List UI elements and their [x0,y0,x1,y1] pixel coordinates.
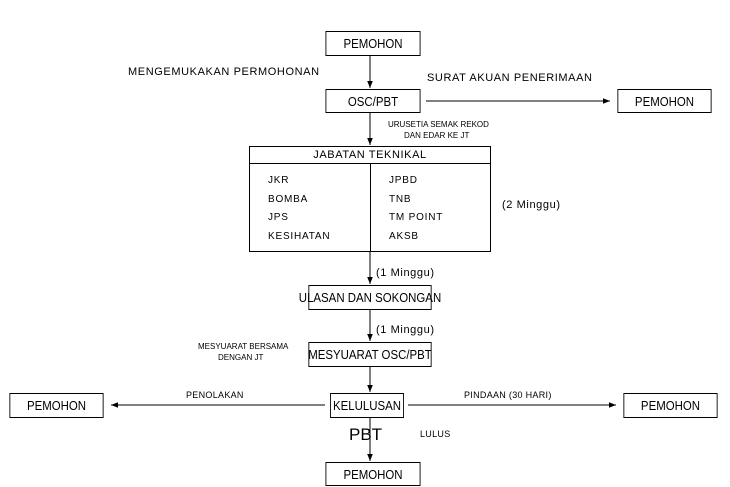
label-surat-akuan: SURAT AKUAN PENERIMAAN [427,72,593,84]
pemohon-left-label: PEMOHON [26,398,87,413]
osc-pbt-label: OSC/PBT [347,93,399,109]
mesyuarat-box: MESYUARAT OSC/PBT [308,342,432,367]
ulasan-box: ULASAN DAN SOKONGAN [299,285,441,310]
label-satu-minggu-a: (1 Minggu) [376,267,435,279]
agency-aksb: AKSB [389,231,419,242]
label-pbt: PBT [349,425,383,444]
mesyuarat-label: MESYUARAT OSC/PBT [308,347,432,362]
pemohon-right-top-label: PEMOHON [634,93,695,109]
agency-bomba: BOMBA [268,194,309,205]
pemohon-bottom-box: PEMOHON [325,462,421,486]
jabatan-teknikal-title: JABATAN TEKNIKAL [250,147,490,164]
label-satu-minggu-b: (1 Minggu) [376,324,435,336]
pemohon-top-box: PEMOHON [325,31,421,56]
ulasan-label: ULASAN DAN SOKONGAN [298,290,442,305]
label-mengemukakan: MENGEMUKAKAN PERMOHONAN [128,66,320,78]
pemohon-right-label: PEMOHON [640,398,701,413]
agency-tm-point: TM POINT [389,212,444,223]
label-lulus: LULUS [420,429,451,439]
pemohon-right-box: PEMOHON [623,393,718,418]
agency-kesihatan: KESIHATAN [268,231,331,242]
agency-tnb: TNB [389,194,412,205]
label-mesyuarat-bersama-line2: DENGAN JT [218,353,264,362]
agency-jpbd: JPBD [389,175,418,186]
label-pindaan: PINDAAN (30 HARI) [464,390,552,400]
kelulusan-label: KELULUSAN [332,398,402,413]
pemohon-left-box: PEMOHON [9,393,104,418]
pemohon-right-top-box: PEMOHON [617,89,712,113]
pemohon-bottom-label: PEMOHON [343,466,403,482]
jabatan-teknikal-divider [370,164,371,252]
pemohon-top-label: PEMOHON [343,36,403,51]
label-mesyuarat-bersama-line1: MESYUARAT BERSAMA [198,342,289,351]
label-urusetia-line1: URUSETIA SEMAK REKOD [388,120,489,129]
label-penolakan: PENOLAKAN [186,390,244,400]
label-urusetia-line2: DAN EDAR KE JT [404,131,470,140]
kelulusan-box: KELULUSAN [330,393,404,418]
agency-jps: JPS [268,212,289,223]
agency-jkr: JKR [268,175,290,186]
label-dua-minggu: (2 Minggu) [502,199,561,211]
osc-pbt-box: OSC/PBT [325,89,421,113]
jabatan-teknikal-box: JABATAN TEKNIKAL JKR BOMBA JPS KESIHATAN… [249,146,491,252]
